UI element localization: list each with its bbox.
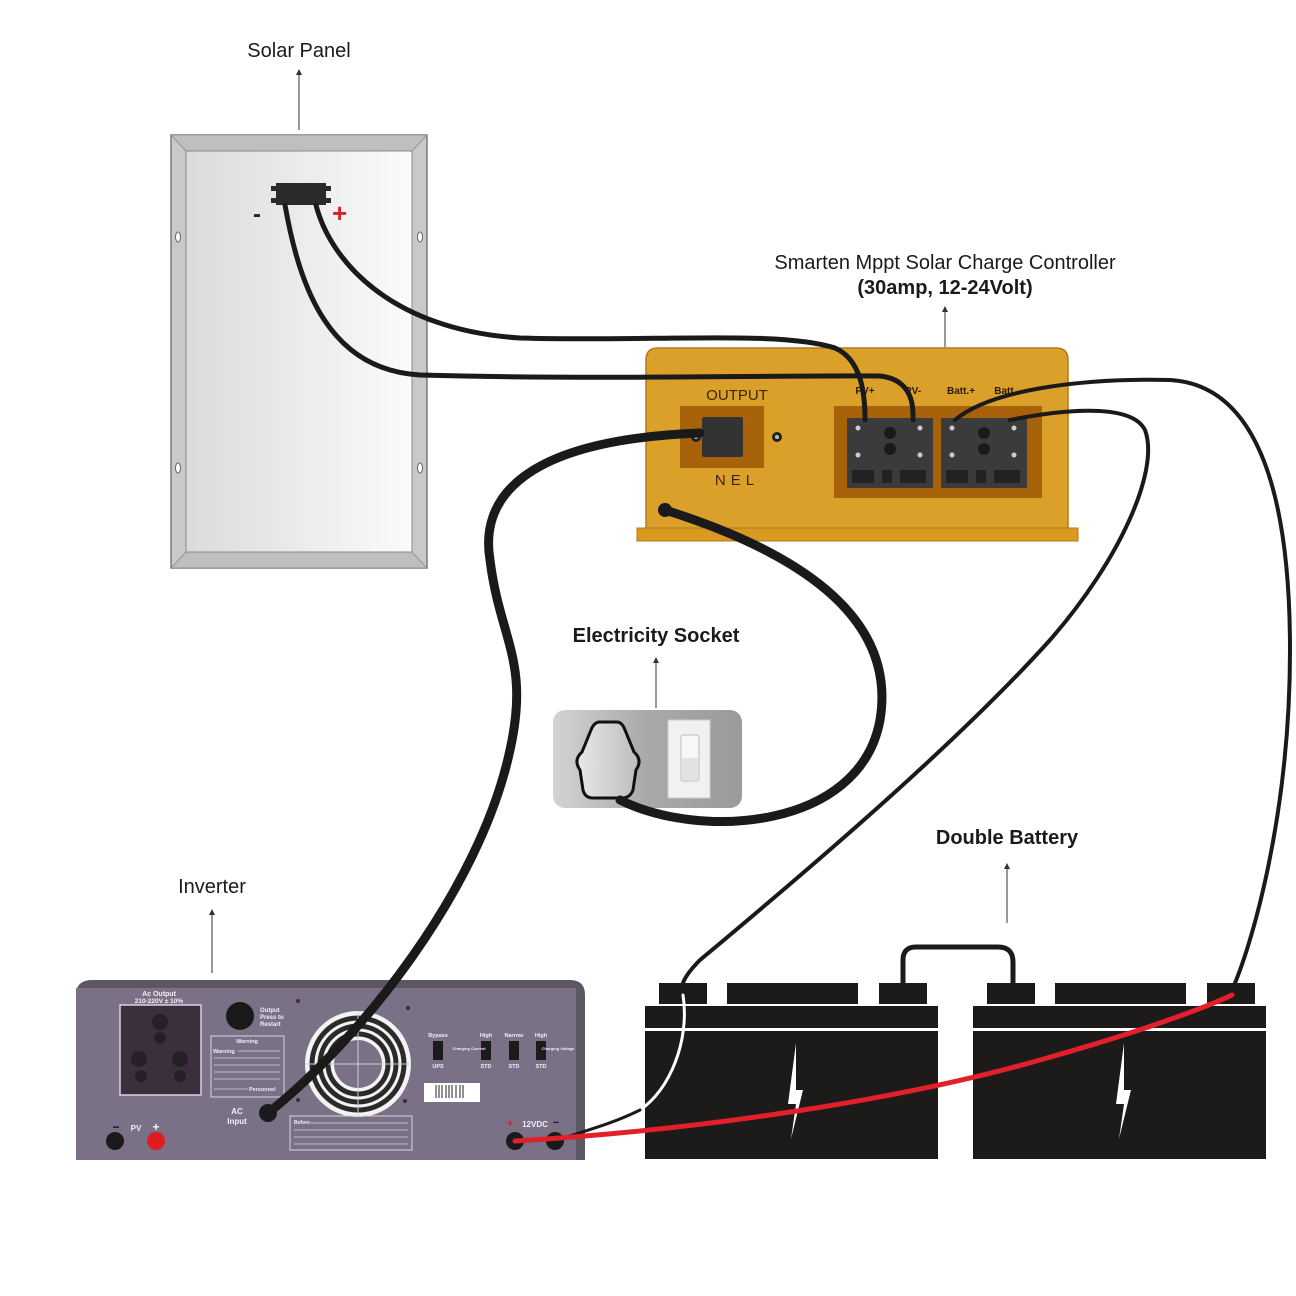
- switch-narrow-bottom-label: STD: [509, 1064, 520, 1070]
- socket-label: Electricity Socket: [573, 625, 740, 647]
- charge-controller: Smarten Mppt Solar Charge Controller (30…: [636, 252, 1116, 542]
- battery-link-cable: [900, 944, 1016, 983]
- lightning-bolt-icon: [788, 1043, 803, 1139]
- solar-panel-surface: [185, 150, 413, 553]
- pv-negative-port[interactable]: [106, 1132, 124, 1150]
- warning-box: [210, 1035, 285, 1098]
- battery-negative-cable: [679, 408, 1151, 997]
- battery-left: [645, 983, 938, 1159]
- before-text: Before: [294, 1120, 310, 1126]
- dc-minus-sign: −: [553, 1117, 559, 1129]
- battery-terminal-block[interactable]: [941, 418, 1027, 488]
- ac-output-spec: 210-220V ± 10%: [135, 998, 184, 1005]
- cables: [263, 202, 1293, 1144]
- solar-positive-cable: [313, 202, 868, 423]
- restart-label-2: Press to: [260, 1015, 284, 1021]
- battery-positive-cable: [953, 377, 1293, 992]
- solar-negative-cable: [282, 202, 916, 423]
- charging-voltage-label: Charging Voltage: [542, 1046, 576, 1051]
- restart-button[interactable]: [226, 1002, 254, 1030]
- panel-positive-sign: +: [332, 198, 347, 228]
- personnel-text: Personnel: [249, 1087, 276, 1093]
- inverter-label: Inverter: [178, 876, 246, 898]
- panel-negative-sign: -: [253, 201, 261, 228]
- switch-current-top-label: High: [480, 1033, 493, 1039]
- before-box: [289, 1115, 413, 1151]
- battery-label: Double Battery: [936, 827, 1079, 849]
- switch-charging-voltage[interactable]: High STD Charging Voltage: [535, 1033, 575, 1070]
- controller-to-socket-cable: [615, 505, 887, 826]
- warning-title: Warning: [236, 1039, 258, 1045]
- switch-narrow[interactable]: Narrow STD: [505, 1033, 525, 1070]
- ac-input-label-2: Input: [227, 1117, 247, 1126]
- switch-bypass-bottom-label: UPS: [432, 1064, 444, 1070]
- ac-output-title: Ac Output: [142, 991, 176, 998]
- junction-box: [271, 183, 331, 205]
- restart-label-1: Output: [260, 1008, 280, 1014]
- switch-current-bottom-label: STD: [481, 1064, 492, 1070]
- switch-bypass-ups[interactable]: Bypass UPS: [428, 1033, 448, 1070]
- switch-charging-current[interactable]: High STD Charging Current: [452, 1033, 492, 1070]
- double-battery: Double Battery: [645, 827, 1266, 1159]
- dc-label: 12VDC: [522, 1120, 548, 1129]
- dc-plus-sign: +: [507, 1118, 513, 1130]
- restart-label-3: Restart: [260, 1022, 281, 1028]
- lightning-bolt-icon: [1116, 1043, 1131, 1139]
- switch-narrow-top-label: Narrow: [505, 1033, 525, 1039]
- ac-input-label-1: AC: [231, 1107, 243, 1116]
- cooling-fan: [305, 1011, 411, 1117]
- battery-right: [973, 983, 1266, 1159]
- charging-current-label: Charging Current: [452, 1046, 486, 1051]
- controller-label-line1: Smarten Mppt Solar Charge Controller: [774, 252, 1116, 274]
- pv-label: PV: [131, 1124, 142, 1133]
- inverter: Inverter Ac Output 210-220V ± 10% Output…: [76, 876, 585, 1160]
- output-connector[interactable]: [702, 417, 743, 457]
- barcode: [424, 1083, 480, 1102]
- warning-text: Warning: [213, 1049, 235, 1055]
- electricity-socket: Electricity Socket: [553, 625, 742, 808]
- output-to-inverter-cable: [263, 428, 705, 1118]
- pv-minus-sign: −: [112, 1120, 119, 1134]
- switch-voltage-top-label: High: [535, 1033, 548, 1039]
- controller-brand: NEL: [715, 472, 759, 489]
- controller-label-line2: (30amp, 12-24Volt): [857, 277, 1032, 299]
- switch-bypass-top-label: Bypass: [428, 1033, 448, 1039]
- pv-terminal-block[interactable]: [847, 418, 933, 488]
- white-battery-lead: [638, 993, 686, 1112]
- terminal-label-batt-plus: Batt.+: [947, 386, 975, 397]
- solar-panel-label: Solar Panel: [247, 40, 350, 62]
- terminal-label-batt-minus: Batt.-: [994, 386, 1020, 397]
- pv-positive-port[interactable]: [147, 1132, 165, 1150]
- solar-panel: Solar Panel - +: [170, 40, 428, 569]
- red-positive-cable: [512, 992, 1235, 1144]
- pv-plus-sign: +: [152, 1120, 159, 1134]
- controller-output-label: OUTPUT: [706, 387, 768, 404]
- terminal-label-pv-minus: PV-: [905, 386, 921, 397]
- switch-voltage-bottom-label: STD: [536, 1064, 547, 1070]
